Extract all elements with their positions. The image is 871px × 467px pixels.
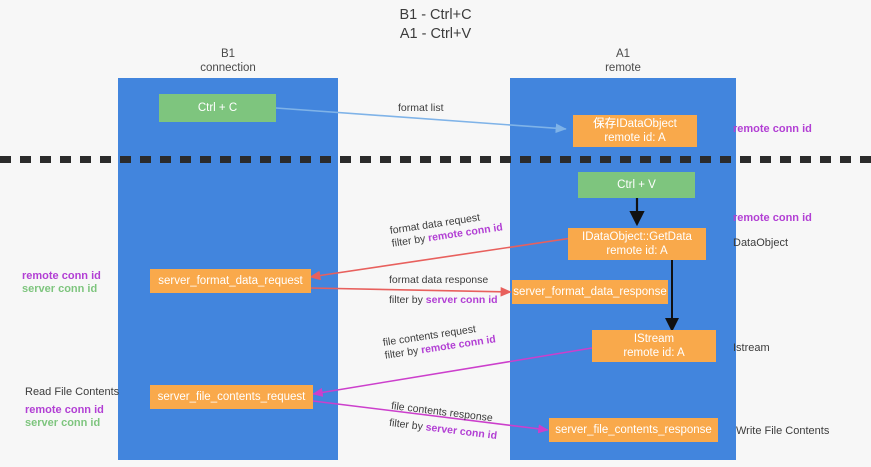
node-istream-line2: remote id: A (623, 347, 685, 359)
title-line-1: B1 - Ctrl+C (399, 7, 472, 23)
right-label-write-file-contents: Write File Contents (736, 425, 830, 437)
column-header-b1-sub: connection (200, 62, 256, 74)
title-line-2: A1 - Ctrl+V (399, 26, 472, 42)
left-label-remote-conn-id-mid: remote conn id (22, 270, 101, 282)
edge-label-file-contents-response: file contents response filter by server … (388, 400, 499, 443)
node-server-file-contents-request[interactable]: server_file_contents_request (150, 385, 313, 409)
node-idataobject-getdata[interactable]: IDataObject::GetData remote id: A (568, 228, 706, 260)
node-istream[interactable]: IStream remote id: A (592, 330, 716, 362)
left-label-remote-conn-id-bottom: remote conn id (25, 404, 104, 416)
column-header-b1-name: B1 (220, 48, 236, 60)
right-label-dataobject: DataObject (733, 237, 789, 249)
column-header-a1-sub: remote (605, 62, 641, 74)
edge-label-file-contents-request: file contents request filter by remote c… (382, 320, 497, 362)
edge-label-format-data-request: format data request filter by remote con… (389, 208, 504, 250)
node-server-format-data-request-label: server_format_data_request (158, 275, 303, 287)
node-save-idataobject-name: IDataObject (616, 118, 677, 130)
left-label-server-conn-id-bottom: server conn id (25, 417, 101, 429)
left-label-server-conn-id-mid: server conn id (22, 283, 98, 295)
left-label-read-file-contents: Read File Contents (25, 386, 120, 398)
right-label-istream: Istream (733, 342, 770, 354)
node-idataobject-getdata-line2: remote id: A (606, 245, 668, 257)
node-server-file-contents-request-label: server_file_contents_request (157, 391, 306, 403)
node-save-idataobject-line2: remote id: A (604, 132, 666, 144)
edge-label-format-list: format list (398, 102, 444, 114)
node-server-format-data-response-label: server_format_data_response (513, 286, 667, 298)
node-server-file-contents-response[interactable]: server_file_contents_response (549, 418, 718, 442)
page-title: B1 - Ctrl+C A1 - Ctrl+V (0, 6, 871, 44)
node-ctrl-v[interactable]: Ctrl + V (578, 172, 695, 198)
edge-label-format-data-response-line1: format data response (389, 274, 489, 286)
edge-label-format-data-response-line2: filter by server conn id (389, 294, 498, 306)
column-header-a1-name: A1 (615, 48, 631, 60)
node-ctrl-c[interactable]: Ctrl + C (159, 94, 276, 122)
node-server-file-contents-response-label: server_file_contents_response (555, 424, 712, 436)
node-server-format-data-response[interactable]: server_format_data_response (512, 280, 668, 304)
column-header-a1: A1 remote (510, 47, 736, 75)
node-ctrl-v-label: Ctrl + V (617, 179, 656, 191)
dashed-divider (0, 156, 871, 163)
node-istream-label: IStream (633, 333, 675, 345)
node-server-format-data-request[interactable]: server_format_data_request (150, 269, 311, 293)
right-label-remote-conn-id-mid: remote conn id (733, 212, 812, 224)
node-idataobject-getdata-label: IDataObject::GetData (582, 231, 692, 243)
column-header-b1: B1 connection (118, 47, 338, 75)
node-ctrl-c-label: Ctrl + C (197, 102, 238, 114)
node-save-idataobject-prefix: 保存保存 (593, 118, 617, 130)
right-label-remote-conn-id-top: remote conn id (733, 123, 812, 135)
edge-label-format-data-response: format data response filter by server co… (389, 274, 498, 307)
